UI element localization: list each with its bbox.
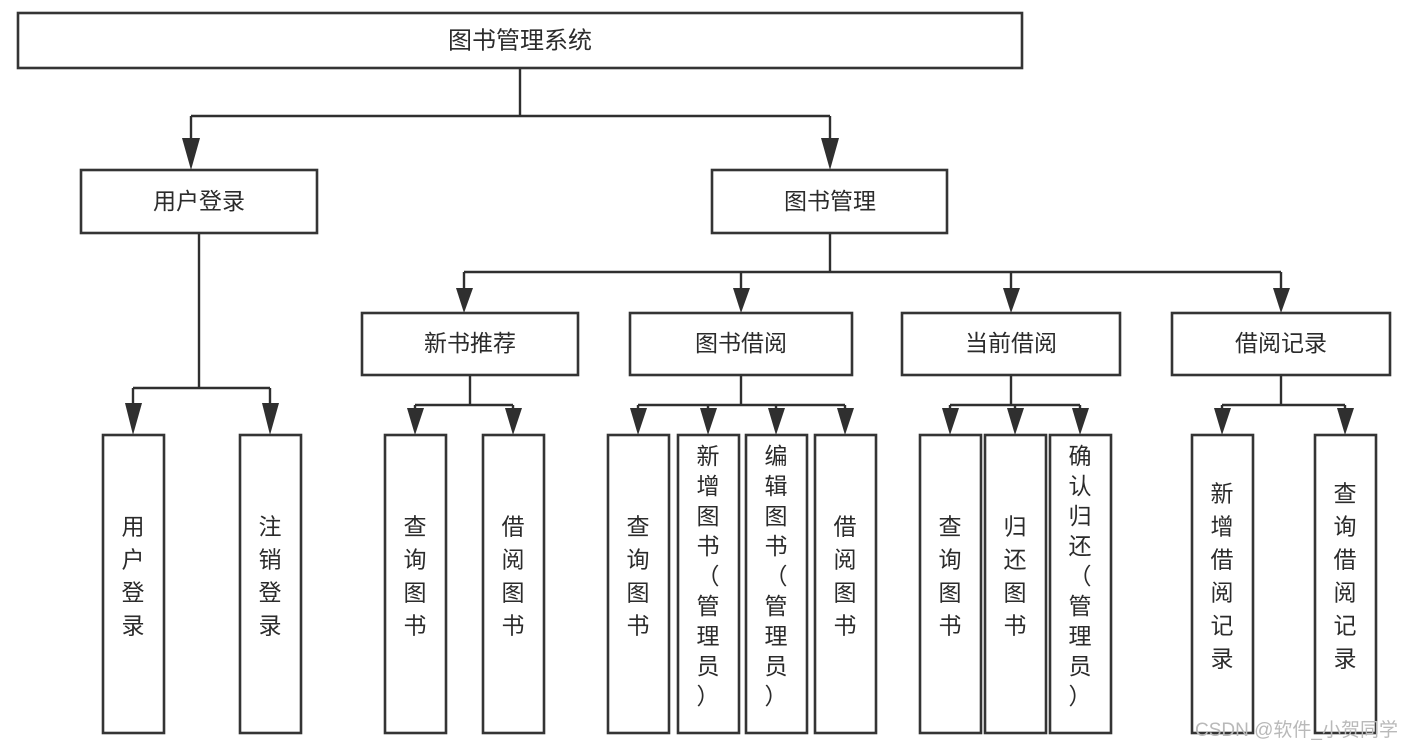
arrow-head-leaf-borrow-book-2 (837, 408, 854, 435)
arrow-head-leaf-add-book (700, 408, 717, 435)
node-current-borrow-label: 当前借阅 (965, 330, 1057, 356)
leaf-nodes: 用户登录 注销登录 查询图书 借阅图书 查询图书 新增图书（管理员） 编辑图书（… (101, 433, 1378, 735)
node-borrow-record-label: 借阅记录 (1235, 330, 1327, 356)
node-leaf-query-book-1-label: 查询图书 (404, 514, 427, 639)
node-leaf-add-book-box[interactable] (676, 433, 741, 735)
connectors-root-to-level2 (182, 68, 839, 170)
node-leaf-query-book-1[interactable]: 查询图书 (383, 433, 448, 735)
node-leaf-add-book-label: 新增图书（管理员） (697, 443, 720, 709)
node-root-box[interactable] (16, 11, 1024, 70)
node-leaf-query-book-2-box[interactable] (606, 433, 671, 735)
node-leaf-edit-book[interactable]: 编辑图书（管理员） (744, 433, 809, 735)
node-leaf-user-logout-label: 注销登录 (259, 514, 282, 639)
node-new-book-recommend-label: 新书推荐 (424, 330, 516, 356)
arrow-head-leaf-query-book-3 (942, 408, 959, 435)
node-leaf-confirm-return-box[interactable] (1048, 433, 1113, 735)
node-leaf-user-login-box[interactable] (101, 433, 166, 735)
node-leaf-add-record[interactable]: 新增借阅记录 (1190, 433, 1255, 735)
connectors-user-login-to-leaves (125, 233, 279, 435)
node-new-book-recommend-box[interactable] (360, 311, 580, 377)
node-leaf-add-record-box[interactable] (1190, 433, 1255, 735)
arrow-head-leaf-edit-book (768, 408, 785, 435)
node-leaf-borrow-book-2-box[interactable] (813, 433, 878, 735)
node-leaf-borrow-book-1[interactable]: 借阅图书 (481, 433, 546, 735)
node-leaf-return-book-label: 归还图书 (1004, 514, 1027, 639)
node-leaf-user-logout-box[interactable] (238, 433, 303, 735)
node-leaf-query-record-box[interactable] (1313, 433, 1378, 735)
node-leaf-confirm-return[interactable]: 确认归还（管理员） (1048, 433, 1113, 735)
node-leaf-confirm-return-label: 确认归还（管理员） (1069, 443, 1092, 709)
node-leaf-user-logout[interactable]: 注销登录 (238, 433, 303, 735)
node-leaf-user-login[interactable]: 用户登录 (101, 433, 166, 735)
node-leaf-user-login-label: 用户登录 (122, 514, 145, 639)
node-book-management[interactable]: 图书管理 (710, 168, 949, 235)
node-leaf-add-book[interactable]: 新增图书（管理员） (676, 433, 741, 735)
arrow-head-leaf-query-record (1337, 408, 1354, 435)
node-leaf-query-record-label: 查询借阅记录 (1334, 481, 1357, 672)
node-leaf-query-book-3-box[interactable] (918, 433, 983, 735)
node-leaf-borrow-book-1-label: 借阅图书 (502, 514, 525, 639)
node-book-borrow-label: 图书借阅 (695, 330, 787, 356)
node-new-book-recommend[interactable]: 新书推荐 (360, 311, 580, 377)
arrow-head-borrow-record (1273, 288, 1290, 313)
connectors-borrow-record-to-leaves (1214, 375, 1354, 435)
arrow-head-new-book-recommend (456, 288, 473, 313)
node-leaf-query-book-3[interactable]: 查询图书 (918, 433, 983, 735)
arrow-head-leaf-return-book (1007, 408, 1024, 435)
arrow-head-current-borrow (1003, 288, 1020, 313)
arrow-head-leaf-confirm-return (1072, 408, 1089, 435)
node-leaf-query-book-2[interactable]: 查询图书 (606, 433, 671, 735)
node-leaf-borrow-book-1-box[interactable] (481, 433, 546, 735)
node-leaf-return-book-box[interactable] (983, 433, 1048, 735)
node-leaf-return-book[interactable]: 归还图书 (983, 433, 1048, 735)
arrow-head-book-borrow (733, 288, 750, 313)
connectors-current-borrow-to-leaves (942, 375, 1089, 435)
node-leaf-edit-book-label: 编辑图书（管理员） (765, 443, 788, 709)
node-book-management-label: 图书管理 (784, 188, 876, 214)
arrow-head-leaf-borrow-book-1 (505, 408, 522, 435)
node-leaf-query-book-3-label: 查询图书 (939, 514, 962, 639)
node-current-borrow-box[interactable] (900, 311, 1122, 377)
arrow-head-leaf-add-record (1214, 408, 1231, 435)
node-root-label: 图书管理系统 (448, 27, 592, 54)
connectors-book-management-to-level3 (456, 233, 1290, 313)
arrow-head-book-management (821, 138, 839, 170)
node-book-management-box[interactable] (710, 168, 949, 235)
arrow-head-leaf-user-login (125, 403, 142, 435)
node-book-borrow[interactable]: 图书借阅 (628, 311, 854, 377)
node-user-login-box[interactable] (79, 168, 319, 235)
node-leaf-add-record-label: 新增借阅记录 (1211, 481, 1234, 672)
node-leaf-borrow-book-2[interactable]: 借阅图书 (813, 433, 878, 735)
connectors-book-borrow-to-leaves (630, 375, 854, 435)
node-user-login[interactable]: 用户登录 (79, 168, 319, 235)
node-book-borrow-box[interactable] (628, 311, 854, 377)
arrow-head-leaf-query-book-2 (630, 408, 647, 435)
node-borrow-record[interactable]: 借阅记录 (1170, 311, 1392, 377)
node-leaf-borrow-book-2-label: 借阅图书 (834, 514, 857, 639)
arrow-head-leaf-user-logout (262, 403, 279, 435)
node-root[interactable]: 图书管理系统 (16, 11, 1024, 70)
node-leaf-query-record[interactable]: 查询借阅记录 (1313, 433, 1378, 735)
node-leaf-query-book-1-box[interactable] (383, 433, 448, 735)
node-borrow-record-box[interactable] (1170, 311, 1392, 377)
node-leaf-query-book-2-label: 查询图书 (627, 514, 650, 639)
arrow-head-user-login (182, 138, 200, 170)
connectors-new-book-recommend-to-leaves (407, 375, 522, 435)
arrow-head-leaf-query-book-1 (407, 408, 424, 435)
watermark-text: CSDN @软件_小贺同学 (1195, 719, 1398, 741)
node-leaf-edit-book-box[interactable] (744, 433, 809, 735)
node-user-login-label: 用户登录 (153, 188, 245, 214)
node-current-borrow[interactable]: 当前借阅 (900, 311, 1122, 377)
